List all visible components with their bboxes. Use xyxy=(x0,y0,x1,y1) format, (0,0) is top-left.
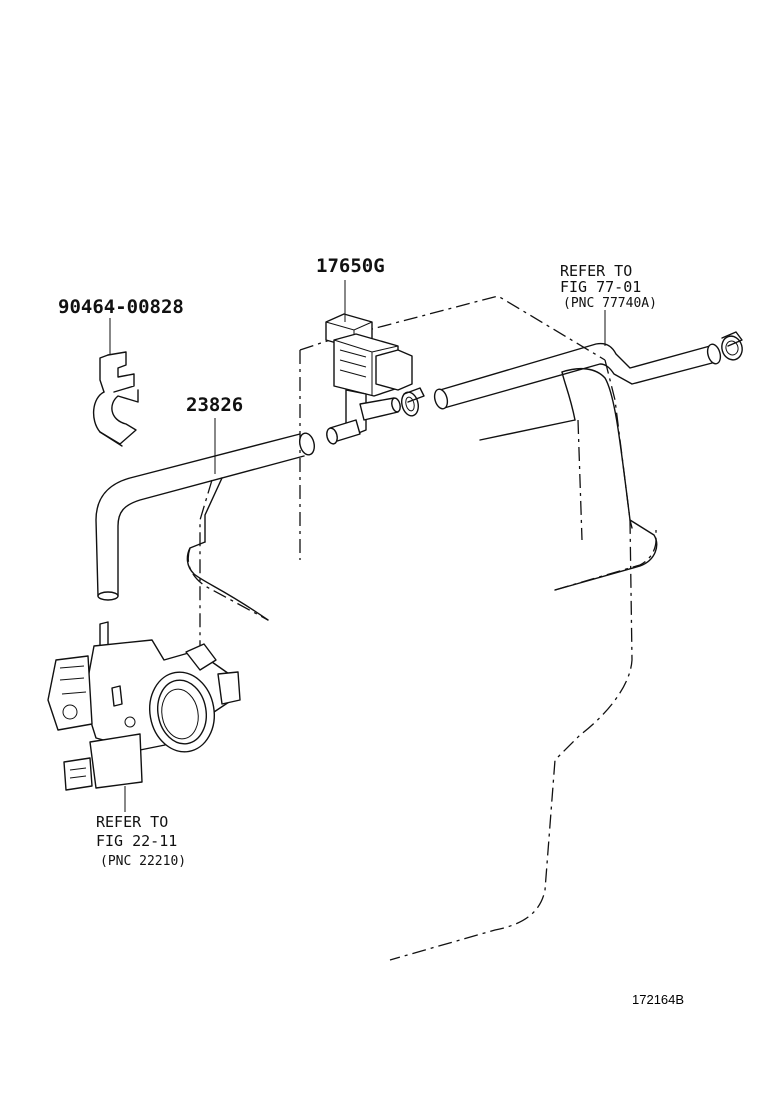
clamp-upper-right xyxy=(721,331,743,361)
engine-outline xyxy=(187,295,657,961)
ref-upper-line1: REFER TO xyxy=(560,262,632,280)
hose-23826 xyxy=(95,432,315,601)
ref-upper-line2: FIG 77-01 xyxy=(560,278,641,296)
ref-throttle-line3: (PNC 22210) xyxy=(100,854,186,869)
part-number-hose: 23826 xyxy=(186,394,243,416)
part-number-clamp: 90464-00828 xyxy=(58,296,184,318)
illustration-id: 172164B xyxy=(632,992,684,1007)
vsv-17650g xyxy=(325,313,413,445)
clamp-small-vsv xyxy=(401,387,425,417)
clamp-90464 xyxy=(93,351,139,447)
ref-throttle-line1: REFER TO xyxy=(96,813,168,831)
leader-lines xyxy=(109,280,606,812)
engine-cover xyxy=(186,367,658,621)
part-number-vsv: 17650G xyxy=(316,255,385,277)
hose-upper-right xyxy=(433,342,722,410)
ref-upper-line3: (PNC 77740A) xyxy=(563,296,657,311)
throttle-body xyxy=(47,621,241,791)
ref-throttle-line2: FIG 22-11 xyxy=(96,832,177,850)
